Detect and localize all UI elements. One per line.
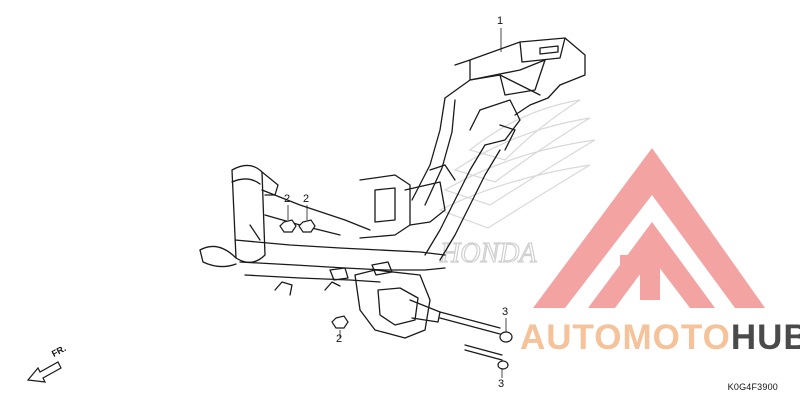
leader-lines xyxy=(287,28,507,378)
callout-nut-a: 2 xyxy=(284,193,291,205)
callout-nut-c: 2 xyxy=(336,333,343,345)
watermark-brand-dark: HUB xyxy=(730,318,800,357)
callout-frame: 1 xyxy=(497,15,504,27)
watermark-brand-light: AUTOMOTO xyxy=(520,318,731,357)
callout-bolt-b: 3 xyxy=(498,378,505,390)
front-direction-arrow-icon xyxy=(26,361,62,383)
frame-body xyxy=(199,37,586,361)
callout-bolt-a: 3 xyxy=(502,306,509,318)
automotohub-logo-icon xyxy=(533,148,765,308)
callout-nut-b: 2 xyxy=(303,193,310,205)
automotohub-watermark: AUTOMOTOHUB xyxy=(520,318,800,358)
svg-text:HONDA: HONDA xyxy=(439,238,537,269)
diagram-code: K0G4F3900 xyxy=(727,382,778,392)
honda-wing-watermark: HONDA xyxy=(438,99,596,270)
